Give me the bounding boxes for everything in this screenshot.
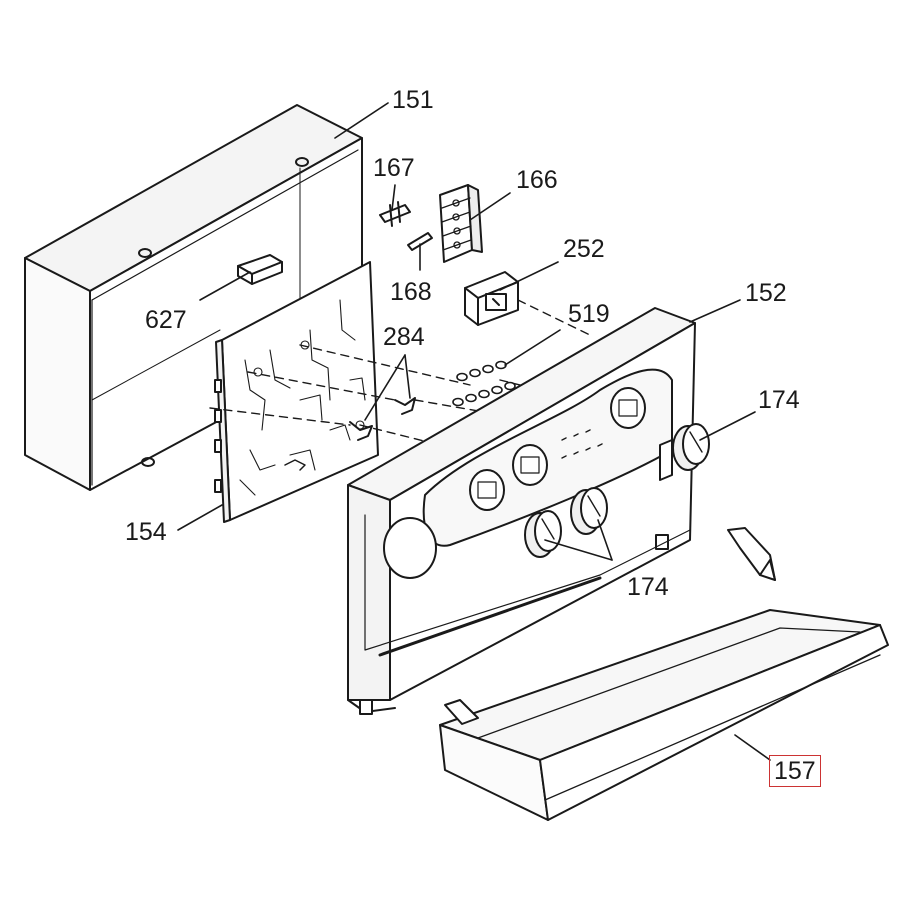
switch-252 — [464, 271, 519, 326]
callout-174-lower: 174 — [627, 573, 669, 601]
callout-174-right: 174 — [758, 386, 800, 414]
leader-lines — [177, 102, 771, 761]
callout-167: 167 — [373, 154, 415, 182]
callout-284: 284 — [383, 323, 425, 351]
callout-166: 166 — [516, 166, 558, 194]
callout-157-highlighted: 157 — [769, 755, 821, 787]
clip-167 — [379, 201, 411, 227]
callout-152: 152 — [745, 279, 787, 307]
callout-519: 519 — [568, 300, 610, 328]
callout-154: 154 — [125, 518, 167, 546]
circuit-board-154 — [214, 261, 379, 523]
connector-627 — [237, 254, 283, 285]
housing-box-151 — [24, 104, 363, 491]
control-panel-152 — [347, 307, 696, 715]
callout-151: 151 — [392, 86, 434, 114]
knob-right — [672, 423, 710, 471]
knob-left — [524, 510, 562, 558]
flap-157 — [439, 527, 889, 821]
pin-168 — [407, 232, 433, 251]
terminal-block-166 — [439, 184, 483, 263]
callout-168: 168 — [390, 278, 432, 306]
knob-middle — [570, 487, 608, 535]
callout-252: 252 — [563, 235, 605, 263]
screws-284 — [349, 397, 416, 441]
knobs-174 — [524, 423, 710, 558]
callout-627: 627 — [145, 306, 187, 334]
